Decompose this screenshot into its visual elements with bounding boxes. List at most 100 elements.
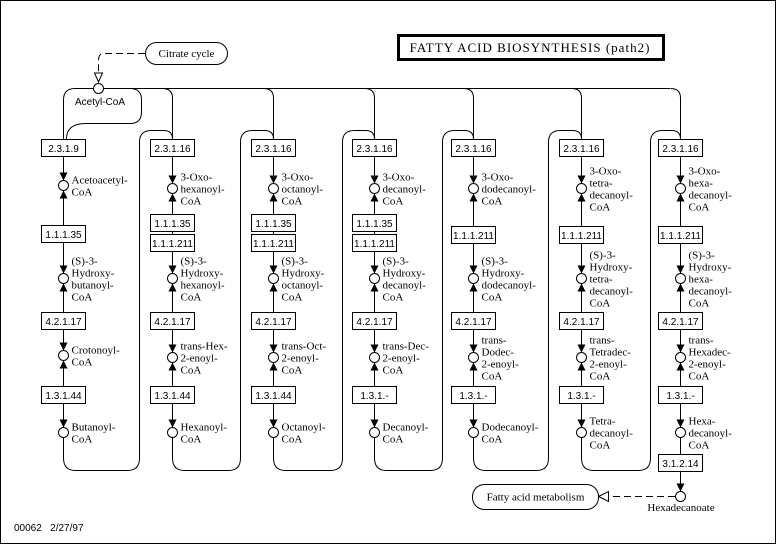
enzyme-box[interactable]: 1.3.1.- <box>451 386 496 404</box>
enzyme-ec-label[interactable]: 1.1.1.35 <box>356 219 393 230</box>
compound-node[interactable] <box>167 183 178 194</box>
enzyme-ec-label[interactable]: 3.1.2.14 <box>662 459 699 470</box>
compound-node[interactable] <box>167 273 178 284</box>
compound-node[interactable] <box>58 350 69 361</box>
compound-node[interactable] <box>369 427 380 438</box>
enzyme-ec-label[interactable]: 2.3.1.16 <box>154 144 191 155</box>
fatty-acid-metabolism-label[interactable]: Fatty acid metabolism <box>487 492 585 504</box>
enzyme-ec-label[interactable]: 1.1.1.35 <box>255 219 292 230</box>
enzyme-ec-label[interactable]: 2.3.1.16 <box>356 144 393 155</box>
enzyme-box[interactable]: 2.3.1.9 <box>41 139 86 157</box>
compound-node[interactable] <box>369 183 380 194</box>
enzyme-box[interactable]: 1.1.1.211 <box>150 234 195 252</box>
enzyme-box[interactable]: 2.3.1.16 <box>352 139 397 157</box>
enzyme-ec-label[interactable]: 1.1.1.211 <box>561 231 602 242</box>
enzyme-ec-label[interactable]: 1.3.1.- <box>459 391 487 402</box>
enzyme-ec-label[interactable]: 4.2.1.17 <box>662 317 699 328</box>
enzyme-ec-label[interactable]: 1.1.1.211 <box>253 239 294 250</box>
enzyme-ec-label[interactable]: 2.3.1.16 <box>455 144 492 155</box>
enzyme-box[interactable]: 1.1.1.35 <box>150 214 195 232</box>
enzyme-ec-label[interactable]: 1.1.1.211 <box>152 239 193 250</box>
enzyme-box[interactable]: 1.1.1.211 <box>658 226 703 244</box>
enzyme-box[interactable]: 4.2.1.17 <box>352 312 397 330</box>
enzyme-ec-label[interactable]: 2.3.1.16 <box>255 144 292 155</box>
enzyme-ec-label[interactable]: 1.1.1.211 <box>660 231 701 242</box>
citrate-cycle-link[interactable]: Citrate cycle <box>145 42 228 65</box>
enzyme-ec-label[interactable]: 1.1.1.35 <box>45 230 82 241</box>
enzyme-ec-label[interactable]: 1.3.1.- <box>567 391 595 402</box>
compound-node[interactable] <box>468 427 479 438</box>
compound-node[interactable] <box>167 352 178 363</box>
enzyme-ec-label[interactable]: 4.2.1.17 <box>356 317 393 328</box>
enzyme-ec-label[interactable]: 1.1.1.35 <box>154 219 191 230</box>
compound-node[interactable] <box>167 427 178 438</box>
enzyme-box[interactable]: 1.1.1.211 <box>352 234 397 252</box>
enzyme-ec-label[interactable]: 4.2.1.17 <box>154 317 191 328</box>
compound-node[interactable] <box>576 183 587 194</box>
enzyme-ec-label[interactable]: 4.2.1.17 <box>563 317 600 328</box>
enzyme-box[interactable]: 1.1.1.35 <box>251 214 296 232</box>
compound-node[interactable] <box>675 427 686 438</box>
enzyme-ec-label[interactable]: 2.3.1.16 <box>563 144 600 155</box>
compound-node[interactable] <box>576 352 587 363</box>
enzyme-ec-label[interactable]: 2.3.1.9 <box>48 144 79 155</box>
enzyme-box[interactable]: 1.3.1.44 <box>251 386 296 404</box>
enzyme-ec-label[interactable]: 2.3.1.16 <box>662 144 699 155</box>
enzyme-ec-label[interactable]: 1.3.1.44 <box>45 391 82 402</box>
enzyme-box[interactable]: 3.1.2.14 <box>658 454 703 472</box>
compound-node[interactable] <box>468 352 479 363</box>
compound-node[interactable] <box>675 183 686 194</box>
enzyme-box[interactable]: 4.2.1.17 <box>150 312 195 330</box>
compound-node[interactable] <box>576 273 587 284</box>
compound-node[interactable] <box>268 352 279 363</box>
enzyme-box[interactable]: 2.3.1.16 <box>251 139 296 157</box>
enzyme-box[interactable]: 1.3.1.- <box>559 386 604 404</box>
enzyme-ec-label[interactable]: 1.3.1.- <box>666 391 694 402</box>
compound-node[interactable] <box>468 183 479 194</box>
enzyme-box[interactable]: 4.2.1.17 <box>251 312 296 330</box>
compound-node[interactable] <box>58 427 69 438</box>
enzyme-ec-label[interactable]: 4.2.1.17 <box>45 317 82 328</box>
enzyme-box[interactable]: 2.3.1.16 <box>150 139 195 157</box>
enzyme-ec-label[interactable]: 1.3.1.44 <box>154 391 191 402</box>
enzyme-box[interactable]: 1.3.1.44 <box>41 386 86 404</box>
compound-node[interactable] <box>369 273 380 284</box>
enzyme-ec-label[interactable]: 4.2.1.17 <box>255 317 292 328</box>
compound-node[interactable] <box>268 427 279 438</box>
compound-node[interactable] <box>58 180 69 191</box>
compound-node[interactable] <box>675 491 686 502</box>
enzyme-ec-label[interactable]: 1.3.1.44 <box>255 391 292 402</box>
enzyme-ec-label[interactable]: 1.3.1.- <box>360 391 388 402</box>
compound-node[interactable] <box>675 352 686 363</box>
compound-node[interactable] <box>369 352 380 363</box>
enzyme-box[interactable]: 2.3.1.16 <box>451 139 496 157</box>
enzyme-box[interactable]: 4.2.1.17 <box>559 312 604 330</box>
enzyme-ec-label[interactable]: 4.2.1.17 <box>455 317 492 328</box>
enzyme-box[interactable]: 1.3.1.44 <box>150 386 195 404</box>
enzyme-box[interactable]: 1.1.1.211 <box>559 226 604 244</box>
enzyme-box[interactable]: 1.1.1.211 <box>251 234 296 252</box>
enzyme-ec-label[interactable]: 1.1.1.211 <box>453 231 494 242</box>
fatty-acid-metabolism-link[interactable]: Fatty acid metabolism <box>472 484 599 510</box>
enzyme-box[interactable]: 4.2.1.17 <box>658 312 703 330</box>
enzyme-box[interactable]: 1.1.1.35 <box>352 214 397 232</box>
compound-node[interactable] <box>58 273 69 284</box>
citrate-cycle-label[interactable]: Citrate cycle <box>159 48 215 60</box>
compound-node[interactable] <box>675 273 686 284</box>
arrow-down-icon <box>168 265 177 274</box>
enzyme-box[interactable]: 1.1.1.35 <box>41 225 86 243</box>
compound-node[interactable] <box>268 183 279 194</box>
enzyme-ec-label[interactable]: 1.1.1.211 <box>354 239 395 250</box>
enzyme-box[interactable]: 2.3.1.16 <box>658 139 703 157</box>
compound-node[interactable] <box>268 273 279 284</box>
enzyme-box[interactable]: 4.2.1.17 <box>41 312 86 330</box>
compound-label: Tetradec- <box>590 347 632 359</box>
enzyme-box[interactable]: 1.1.1.211 <box>451 226 496 244</box>
enzyme-box[interactable]: 1.3.1.- <box>658 386 703 404</box>
acetyl-coa-node[interactable] <box>93 83 104 94</box>
enzyme-box[interactable]: 1.3.1.- <box>352 386 397 404</box>
enzyme-box[interactable]: 4.2.1.17 <box>451 312 496 330</box>
compound-node[interactable] <box>468 273 479 284</box>
compound-node[interactable] <box>576 427 587 438</box>
enzyme-box[interactable]: 2.3.1.16 <box>559 139 604 157</box>
